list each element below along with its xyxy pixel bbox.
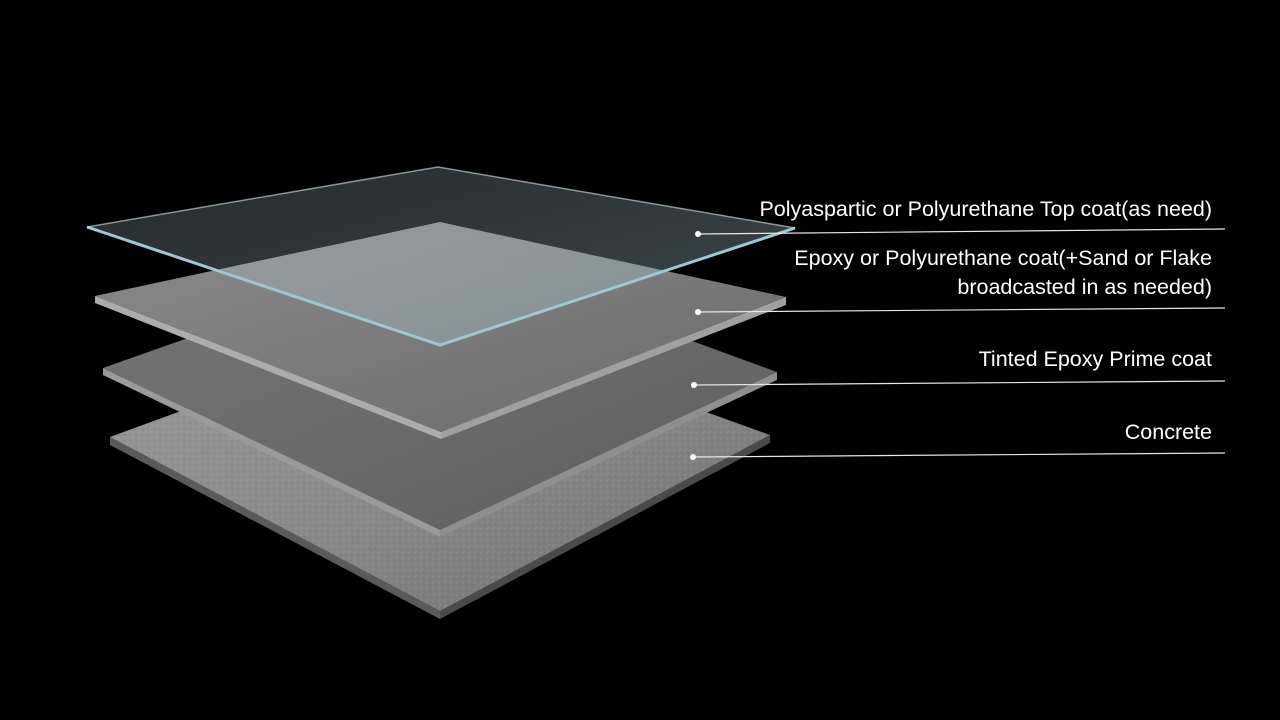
leader-line-prime	[693, 380, 1226, 386]
leader-dots	[690, 231, 701, 460]
leader-line-concrete	[692, 452, 1226, 458]
label-prime-coat: Tinted Epoxy Prime coat	[979, 345, 1212, 374]
leader-line-topcoat	[697, 228, 1226, 235]
label-topcoat: Polyaspartic or Polyurethane Top coat(as…	[759, 195, 1212, 224]
label-concrete-line-1: Concrete	[1124, 420, 1212, 444]
label-concrete: Concrete	[1125, 418, 1212, 447]
leader-line-epoxy	[697, 307, 1226, 313]
label-prime-line-1: Tinted Epoxy Prime coat	[978, 347, 1212, 371]
leader-lines	[692, 228, 1226, 458]
leader-dot-epoxy	[695, 309, 701, 315]
label-topcoat-line-1: Polyaspartic or Polyurethane Top coat(as…	[759, 197, 1212, 221]
leader-dot-prime	[691, 382, 697, 388]
label-epoxy-line-1: Epoxy or Polyurethane coat(+Sand or Flak…	[794, 246, 1212, 270]
label-epoxy-coat: Epoxy or Polyurethane coat(+Sand or Flak…	[794, 244, 1212, 302]
label-epoxy-line-2: broadcasted in as needed)	[957, 275, 1212, 299]
leader-dot-concrete	[690, 454, 696, 460]
topcoat-layer	[86, 166, 796, 347]
leader-dot-topcoat	[695, 231, 701, 237]
